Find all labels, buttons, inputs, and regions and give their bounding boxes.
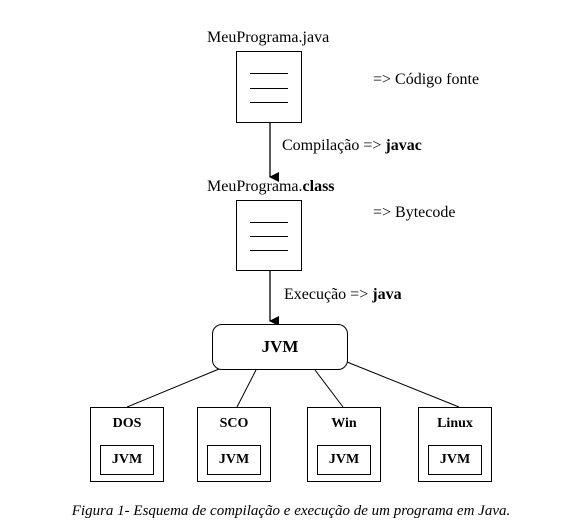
platform-dos-jvm: JVM [100,445,154,475]
platform-linux-box: Linux JVM [418,407,492,482]
class-file-icon [236,200,302,271]
platform-win-name: Win [331,416,357,431]
source-file-icon [236,51,302,123]
figure-caption: Figura 1- Esquema de compilação e execuç… [71,503,511,519]
source-code-annotation: => Código fonte [373,71,480,88]
execute-tool: java [372,286,402,303]
link-linux [346,361,460,408]
class-file-label: MeuPrograma.class [207,177,335,197]
platform-linux-jvm: JVM [428,445,482,475]
compile-tool: javac [385,137,422,154]
platform-win-jvm-label: JVM [328,452,360,467]
link-sco [236,369,257,408]
class-file-name-prefix: MeuPrograma. [207,178,303,195]
execute-step-label: Execução => java [284,285,402,305]
class-file-ext: class [302,178,335,195]
compile-step-label: Compilação => javac [282,136,422,156]
source-file-label: MeuPrograma.java [207,29,330,46]
platform-dos-jvm-label: JVM [111,452,143,467]
platform-sco-name: SCO [219,416,249,431]
jvm-main-box: JVM [212,324,348,370]
bytecode-annotation: => Bytecode [373,204,456,221]
compile-step-prefix: Compilação => [282,137,386,154]
platform-linux-jvm-label: JVM [439,452,471,467]
platform-sco-box: SCO JVM [197,407,271,482]
platform-dos-name: DOS [112,416,142,431]
execute-step-prefix: Execução => [284,286,373,303]
platform-linux-name: Linux [437,416,473,431]
link-dos [126,368,220,408]
platform-sco-jvm-label: JVM [218,452,250,467]
platform-sco-jvm: JVM [207,445,261,475]
link-win [314,369,344,408]
platform-win-box: Win JVM [307,407,381,482]
platform-win-jvm: JVM [317,445,371,475]
jvm-main-label: JVM [261,337,299,356]
platform-dos-box: DOS JVM [90,407,164,482]
